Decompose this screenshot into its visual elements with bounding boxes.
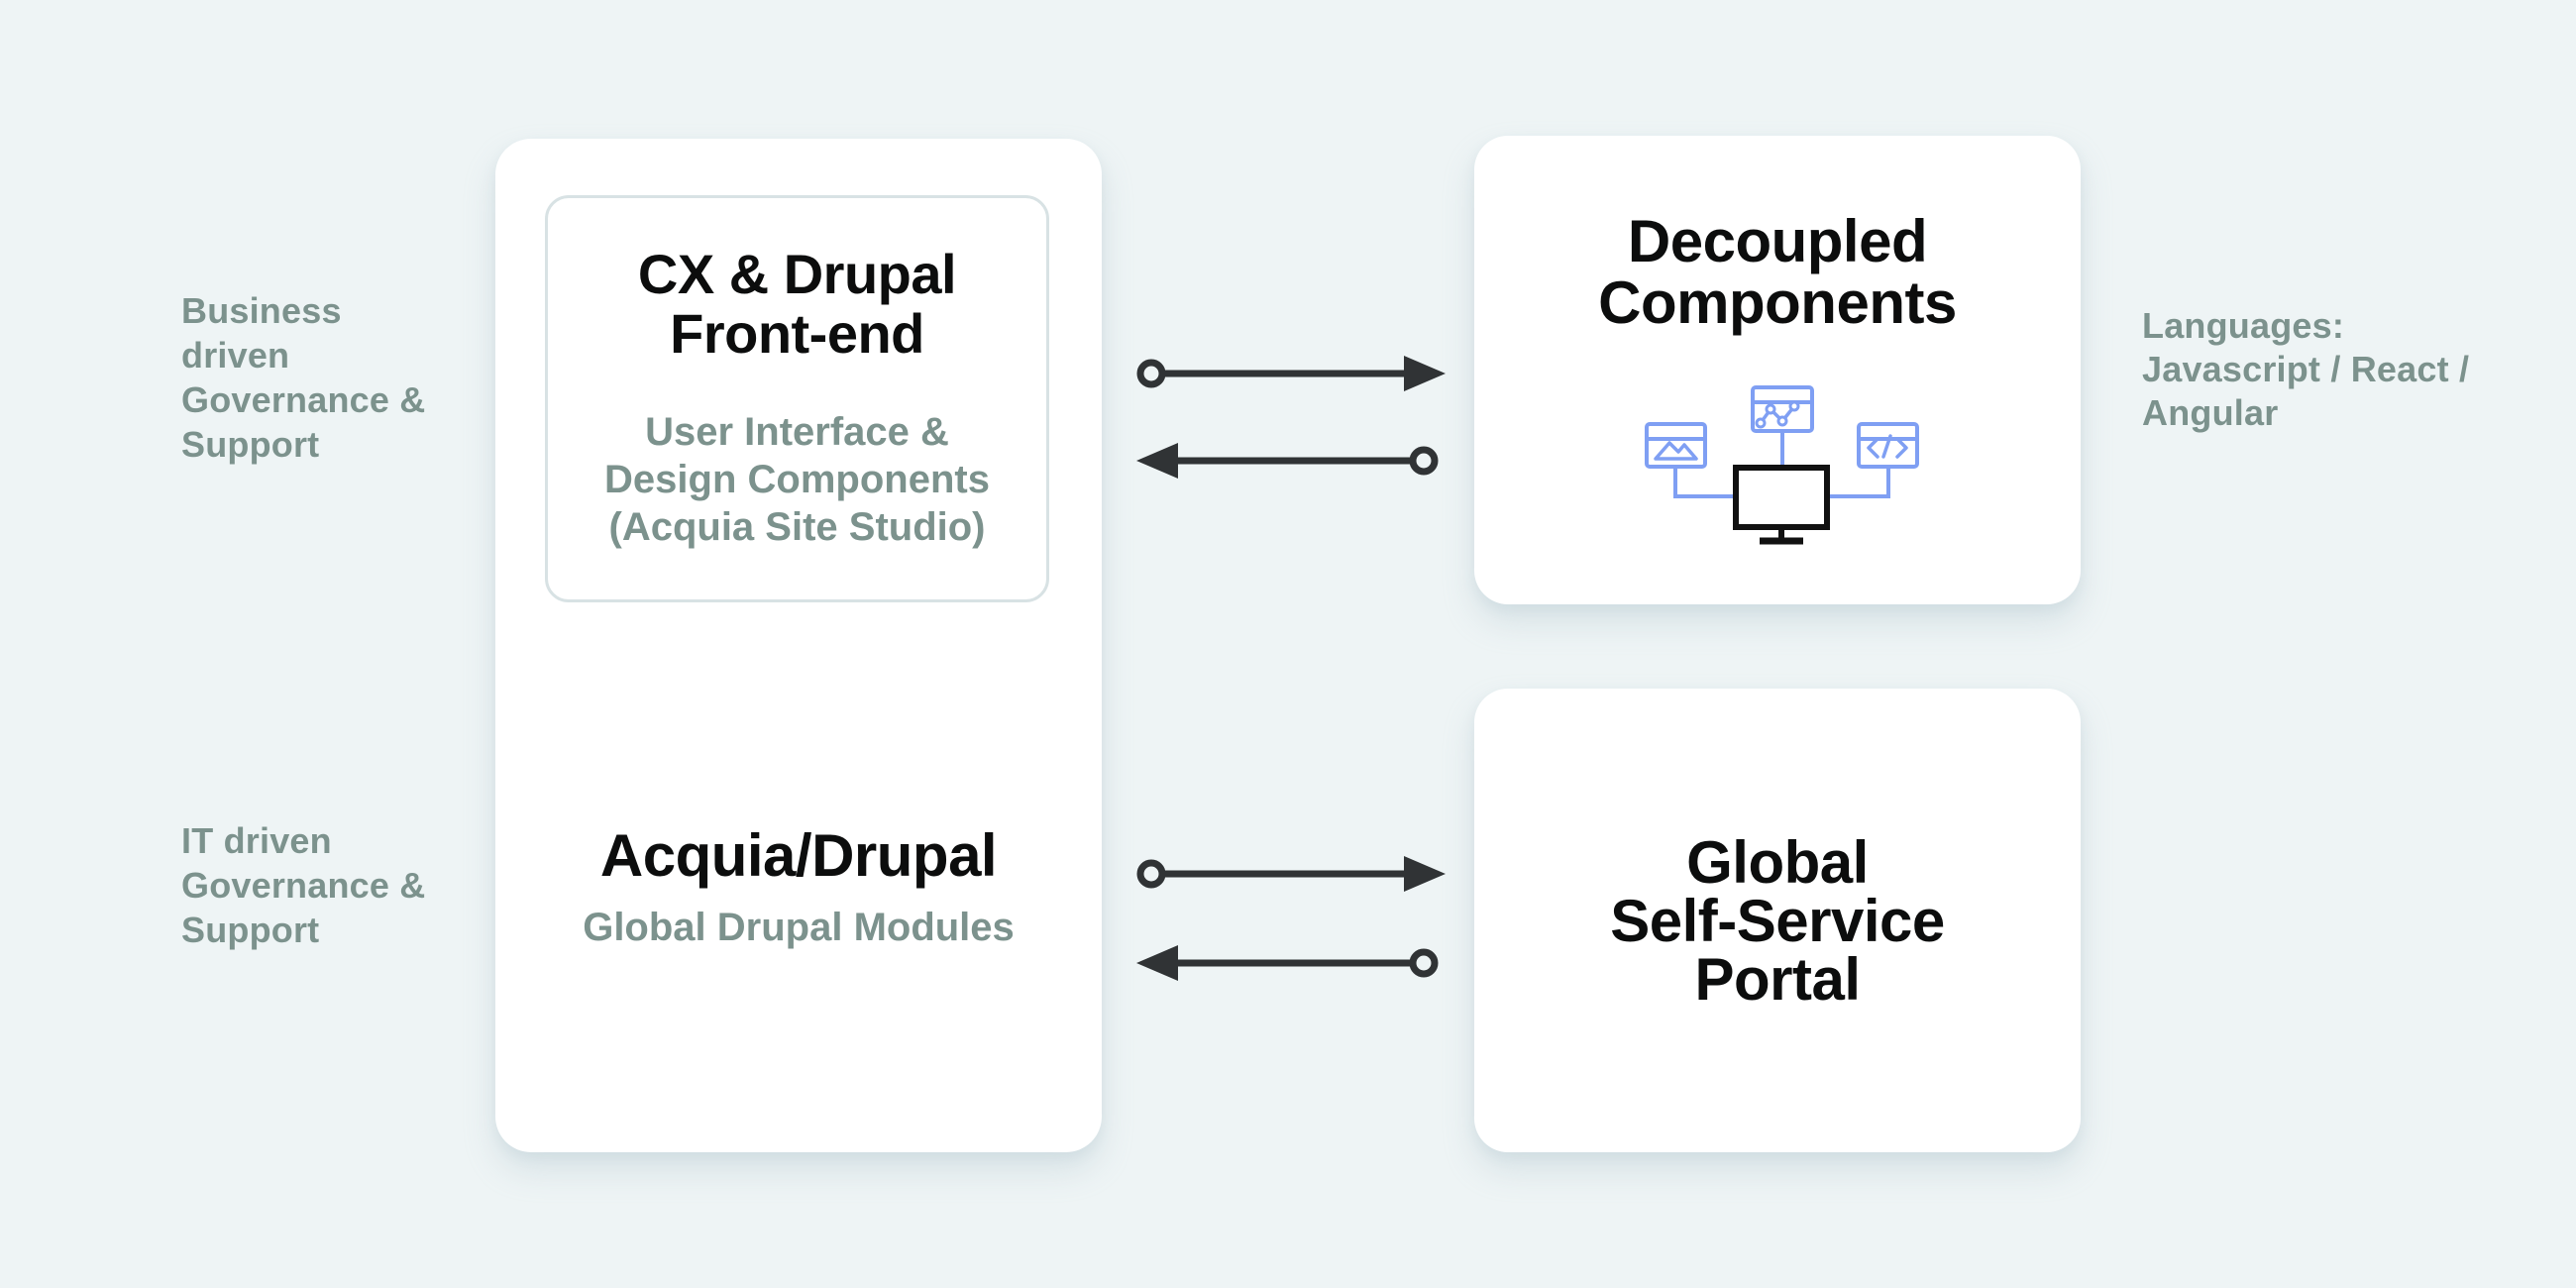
browser-window [1645, 422, 1707, 469]
portal-card: Global Self-Service Portal [1474, 689, 2081, 1152]
title-line: Self-Service [1610, 887, 1945, 954]
label-it-governance: IT driven Governance & Support [181, 818, 538, 952]
decoupled-icon-wrap [1474, 382, 2081, 551]
title-line: Decoupled [1627, 208, 1928, 274]
label-line: Governance & [181, 379, 426, 420]
decoupled-title: Decoupled Components [1474, 211, 2081, 334]
arrow-acquia-to-portal [1136, 856, 1446, 892]
label-line: Business [181, 290, 342, 331]
title-line: Global [1686, 828, 1869, 896]
frontend-box: CX & Drupal Front-end User Interface & D… [545, 195, 1049, 602]
acquia-drupal-block: Acquia/Drupal Global Drupal Modules [495, 823, 1102, 951]
browser-window [1751, 385, 1814, 433]
label-line: Support [181, 424, 320, 465]
acquia-title: Acquia/Drupal [599, 822, 998, 889]
title-line: Components [1598, 269, 1957, 336]
acquia-subtitle: Global Drupal Modules [583, 906, 1015, 949]
subtitle-line: Design Components [604, 458, 990, 501]
frontend-title: CX & Drupal Front-end [548, 245, 1046, 364]
label-line: Angular [2142, 392, 2279, 433]
arrow-portal-to-acquia [1136, 945, 1439, 981]
decoupled-components-card: Decoupled Components [1474, 136, 2081, 604]
platform-card: CX & Drupal Front-end User Interface & D… [495, 139, 1102, 1152]
portal-title: Global Self-Service Portal [1610, 828, 1945, 1013]
label-languages: Languages: Javascript / React / Angular [2142, 304, 2538, 435]
subtitle-line: User Interface & [645, 410, 949, 454]
subtitle-line: (Acquia Site Studio) [608, 505, 986, 549]
arrow-frontend-to-decoupled [1136, 356, 1446, 391]
label-line: Support [181, 910, 320, 950]
line-chart-icon [1759, 404, 1796, 425]
code-brackets-icon [1867, 434, 1908, 459]
title-line: Front-end [670, 302, 924, 365]
label-line: IT driven [181, 820, 332, 861]
monitor-icon [1733, 465, 1830, 545]
title-line: CX & Drupal [637, 243, 957, 305]
frontend-subtitle: User Interface & Design Components (Acqu… [548, 408, 1046, 551]
monitor-connected-component-windows-icon [1645, 385, 1919, 545]
arrow-decoupled-to-frontend [1136, 443, 1439, 479]
title-line: Portal [1694, 945, 1861, 1013]
browser-window [1857, 422, 1919, 469]
image-mountain-icon [1654, 441, 1698, 461]
label-line: Javascript / React / [2142, 349, 2470, 389]
label-line: Governance & [181, 865, 426, 906]
connector-line [1827, 467, 1890, 498]
label-line: Languages: [2142, 305, 2345, 346]
connector-line [1673, 467, 1737, 498]
label-business-governance: Business driven Governance & Support [181, 288, 538, 467]
label-line: driven [181, 335, 290, 376]
